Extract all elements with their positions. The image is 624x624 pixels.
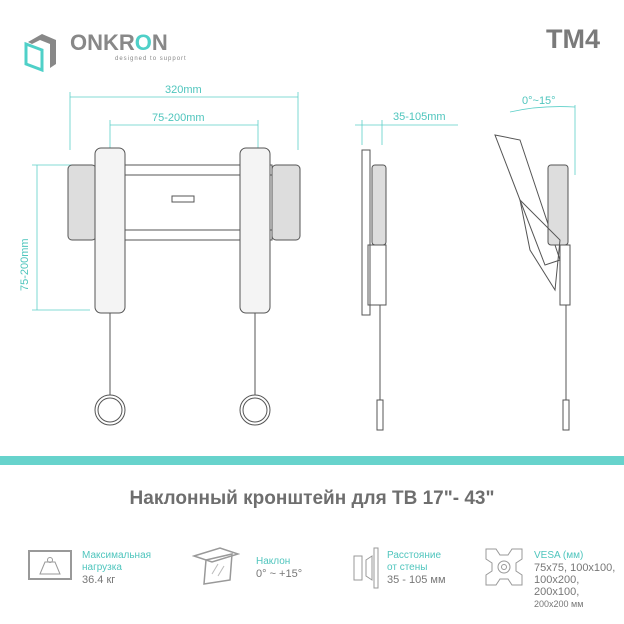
wall-distance-icon: [353, 547, 379, 589]
tilted-side-view: [494, 134, 571, 431]
spec-label: от стены: [387, 562, 428, 573]
side-view: [361, 149, 387, 431]
brand-name-part: ONKR: [70, 30, 135, 55]
spec-label: Максимальная: [82, 550, 152, 561]
brand-name: ONKRON: [70, 30, 168, 56]
spec-label: Расстояние: [387, 550, 442, 561]
spec-value: 0° ~ +15°: [256, 568, 303, 580]
spec-label: Наклон: [256, 556, 291, 567]
spec-wall-distance: Расстояние от стены 35 - 105 мм: [387, 550, 446, 586]
brand-name-part: N: [151, 30, 168, 55]
brand-name-o: O: [134, 30, 152, 55]
dimension-lines: [32, 92, 576, 311]
spec-value: 100x200, 200x100,: [534, 574, 580, 598]
spec-label: VESA (мм): [534, 550, 584, 561]
spec-value: 75x75, 100x100,: [534, 562, 616, 574]
dim-vesa-horizontal: 75-200mm: [152, 112, 205, 124]
spec-value: 36.4 кг: [82, 574, 116, 586]
tilt-icon: [192, 547, 240, 585]
vesa-icon: [485, 548, 523, 586]
model-name: TM4: [546, 24, 600, 54]
accent-band: [0, 456, 624, 465]
technical-drawing: [32, 92, 576, 431]
brand-tagline: designed to support: [115, 56, 187, 62]
dim-width: 320mm: [165, 84, 202, 96]
spec-value: 35 - 105 мм: [387, 574, 446, 586]
front-view: [67, 147, 301, 426]
spec-vesa: VESA (мм) 75x75, 100x100, 100x200, 200x1…: [534, 550, 624, 610]
product-title: Наклонный кронштейн для ТВ 17"- 43": [129, 488, 495, 509]
weight-icon: [28, 550, 72, 580]
spec-max-load: Максимальная нагрузка 36.4 кг: [82, 550, 151, 586]
spec-tilt: Наклон 0° ~ +15°: [256, 556, 302, 580]
onkron-logo-icon: [24, 34, 56, 72]
dim-tilt: 0°~15°: [522, 95, 556, 107]
spec-label: нагрузка: [82, 562, 122, 573]
dim-wall-distance: 35-105mm: [393, 111, 446, 123]
spec-value: 200x200 мм: [534, 599, 584, 609]
